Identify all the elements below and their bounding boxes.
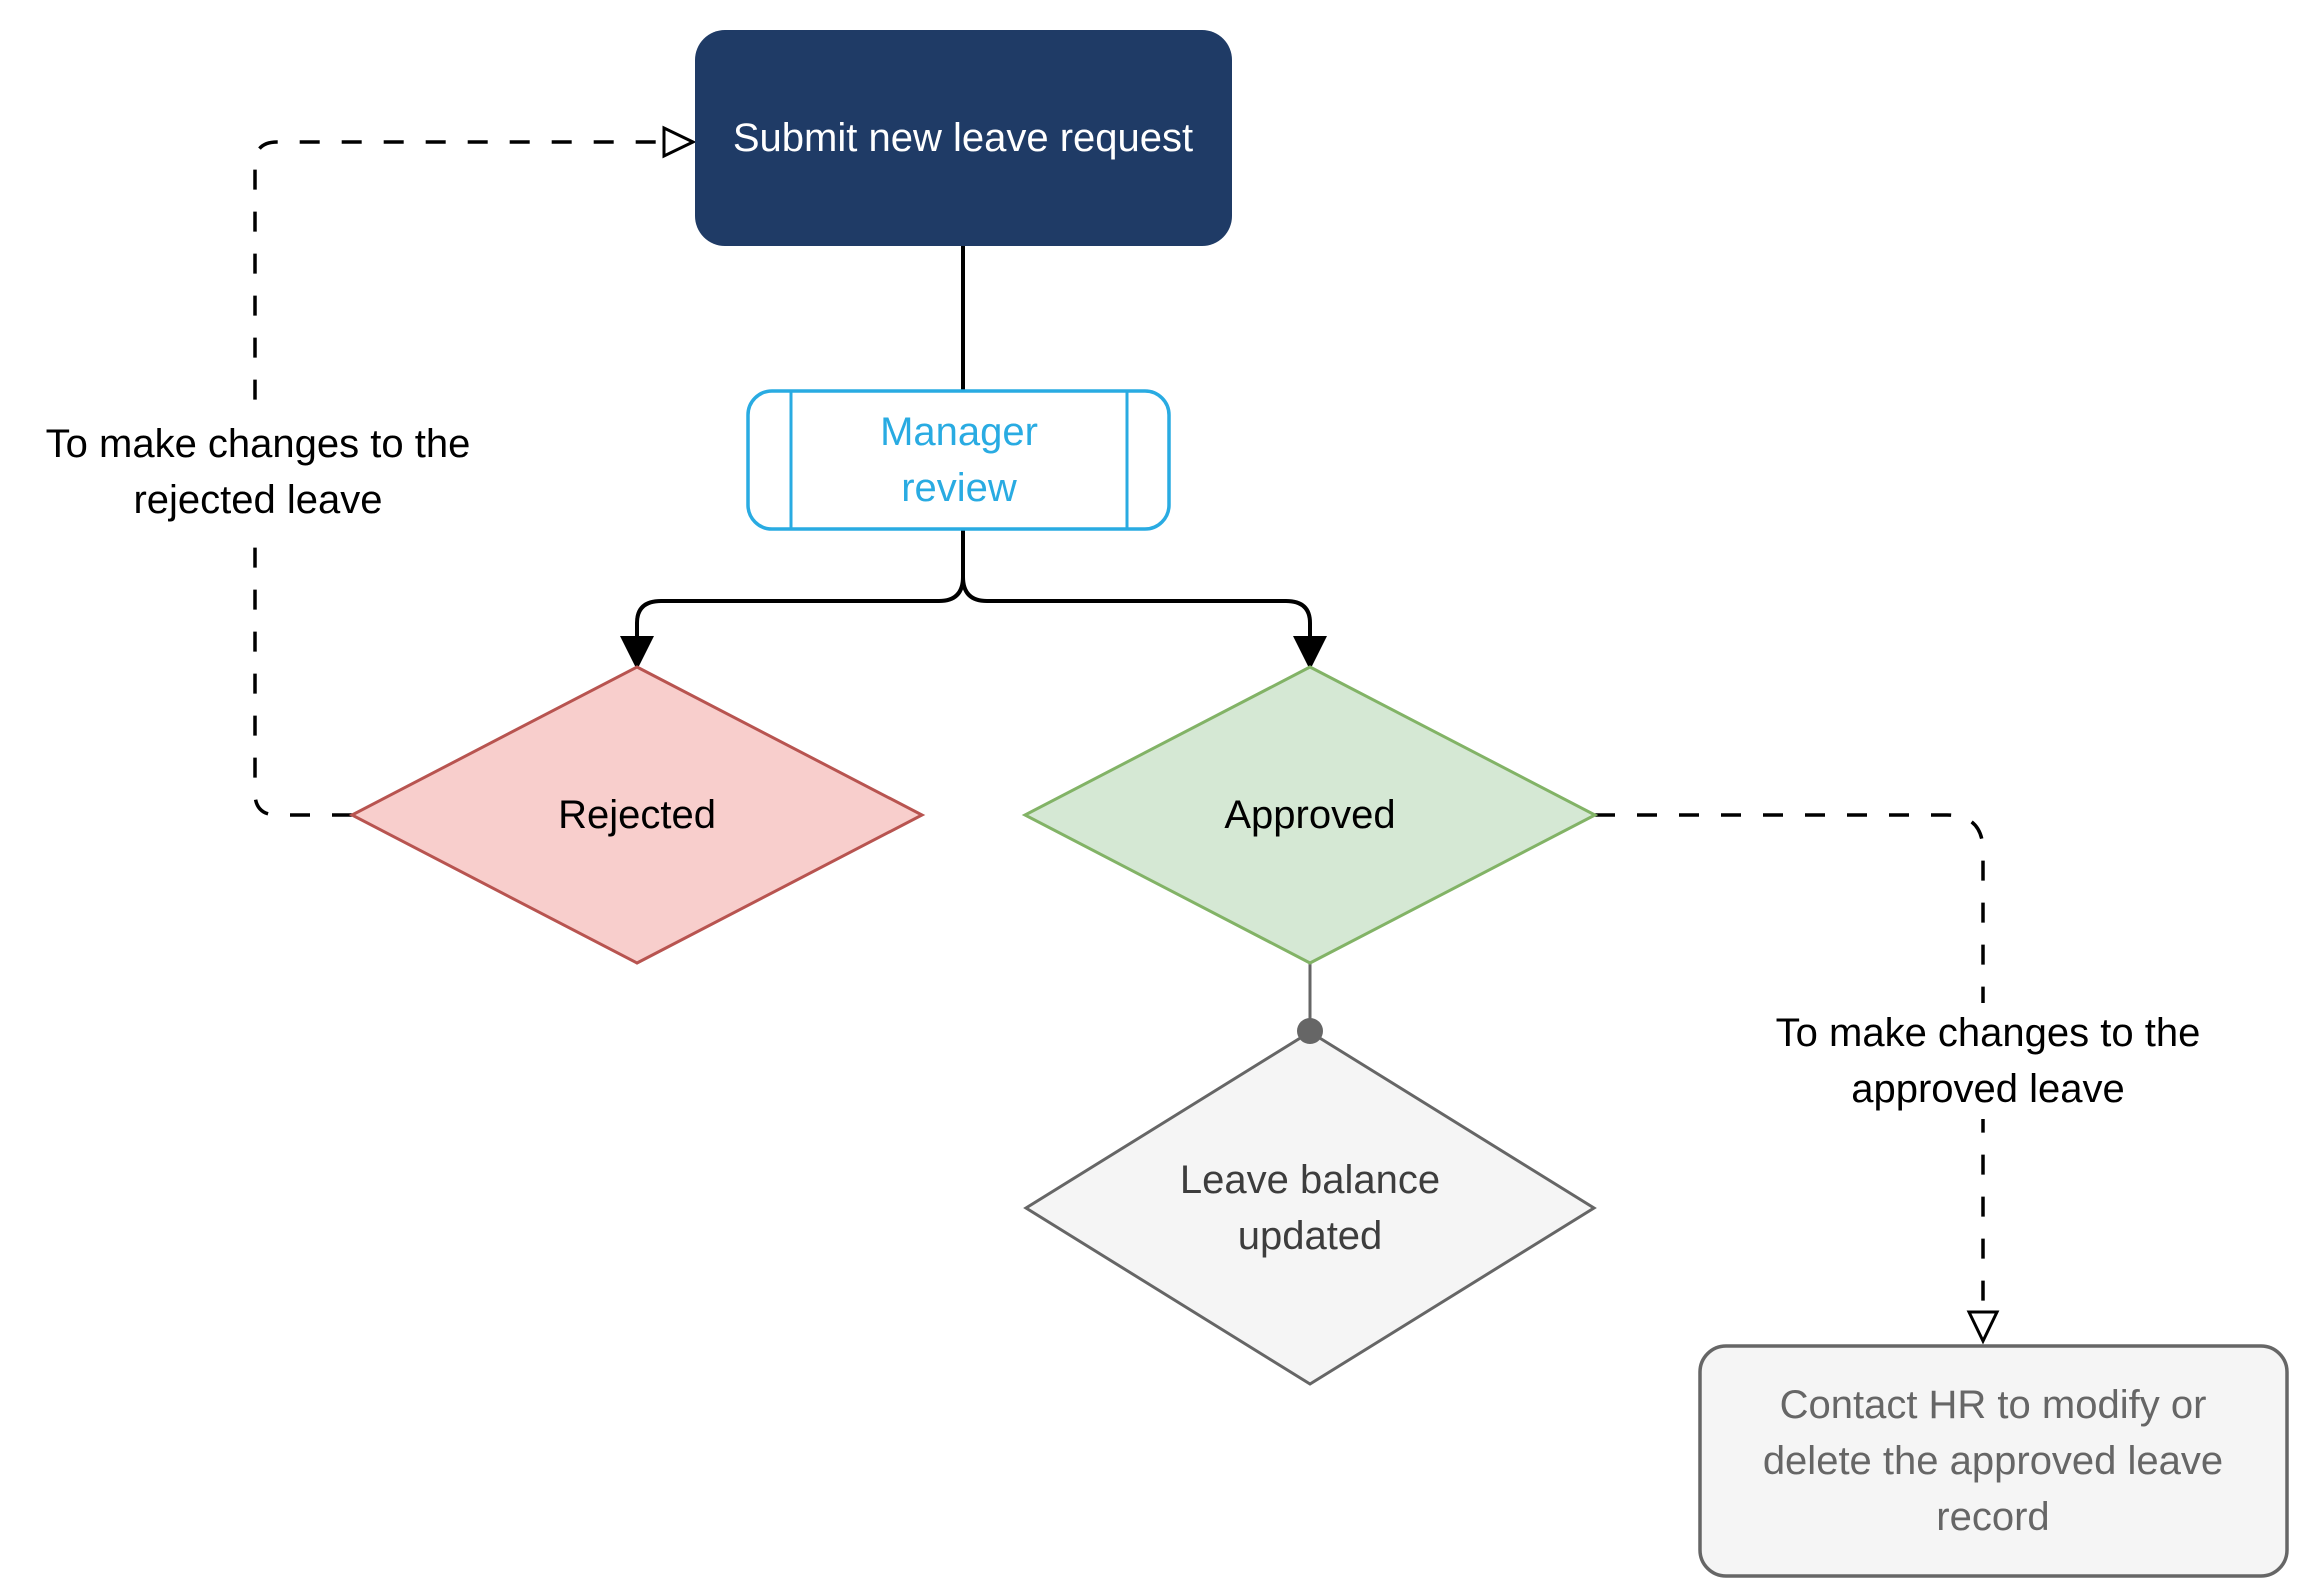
contact-hr-node-shape [1698, 1344, 2289, 1578]
edge-approved-to-contact-hr [1595, 813, 1985, 1310]
approved-node-shape [1021, 665, 1599, 965]
rejected-node-shape [348, 665, 926, 965]
leave-balance-node-shape [1023, 1030, 1597, 1386]
open-arrowhead-to-contact-hr [1966, 1310, 2000, 1345]
submit-node-shape [695, 30, 1232, 246]
open-arrowhead-to-submit [662, 125, 697, 159]
contact-hr-node-label: Contact HR to modify or delete the appro… [1762, 1383, 2224, 1539]
arrowhead-to-approved [1293, 636, 1327, 670]
edge-manager-to-rejected [635, 529, 965, 646]
manager-review-node-label: Manager review [880, 410, 1038, 510]
leave-balance-node-label: Leave balance updated [1179, 1158, 1441, 1258]
edge-label-approved-change: To make changes to the approved leave [1747, 1003, 2229, 1119]
arrowhead-to-rejected [620, 636, 654, 670]
connector-dot [1297, 1018, 1323, 1044]
submit-node-label: Submit new leave request [732, 116, 1194, 160]
edge-label-rejected-loop: To make changes to the rejected leave [22, 414, 494, 530]
approved-node-label: Approved [1224, 793, 1396, 837]
edge-manager-to-approved [961, 529, 1312, 646]
manager-review-node-shape [746, 389, 1171, 531]
rejected-node-label: Rejected [558, 793, 716, 837]
